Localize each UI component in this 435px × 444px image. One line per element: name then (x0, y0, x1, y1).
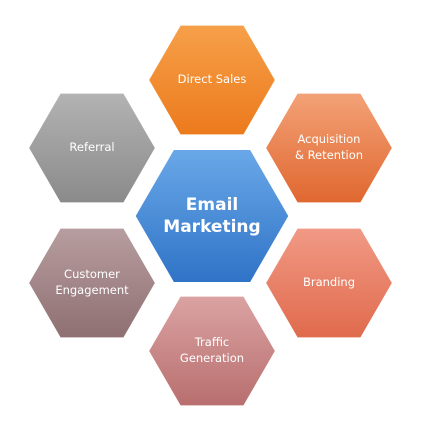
hexagon-branding (263, 226, 395, 340)
hexagon-acquisition-retention (263, 91, 395, 205)
hexagon-traffic-generation (146, 294, 278, 408)
hexagon-customer-engagement (26, 226, 158, 340)
hexagon-email-marketing (132, 147, 292, 285)
hexagon-referral (26, 91, 158, 205)
hexagon-direct-sales (146, 23, 278, 137)
